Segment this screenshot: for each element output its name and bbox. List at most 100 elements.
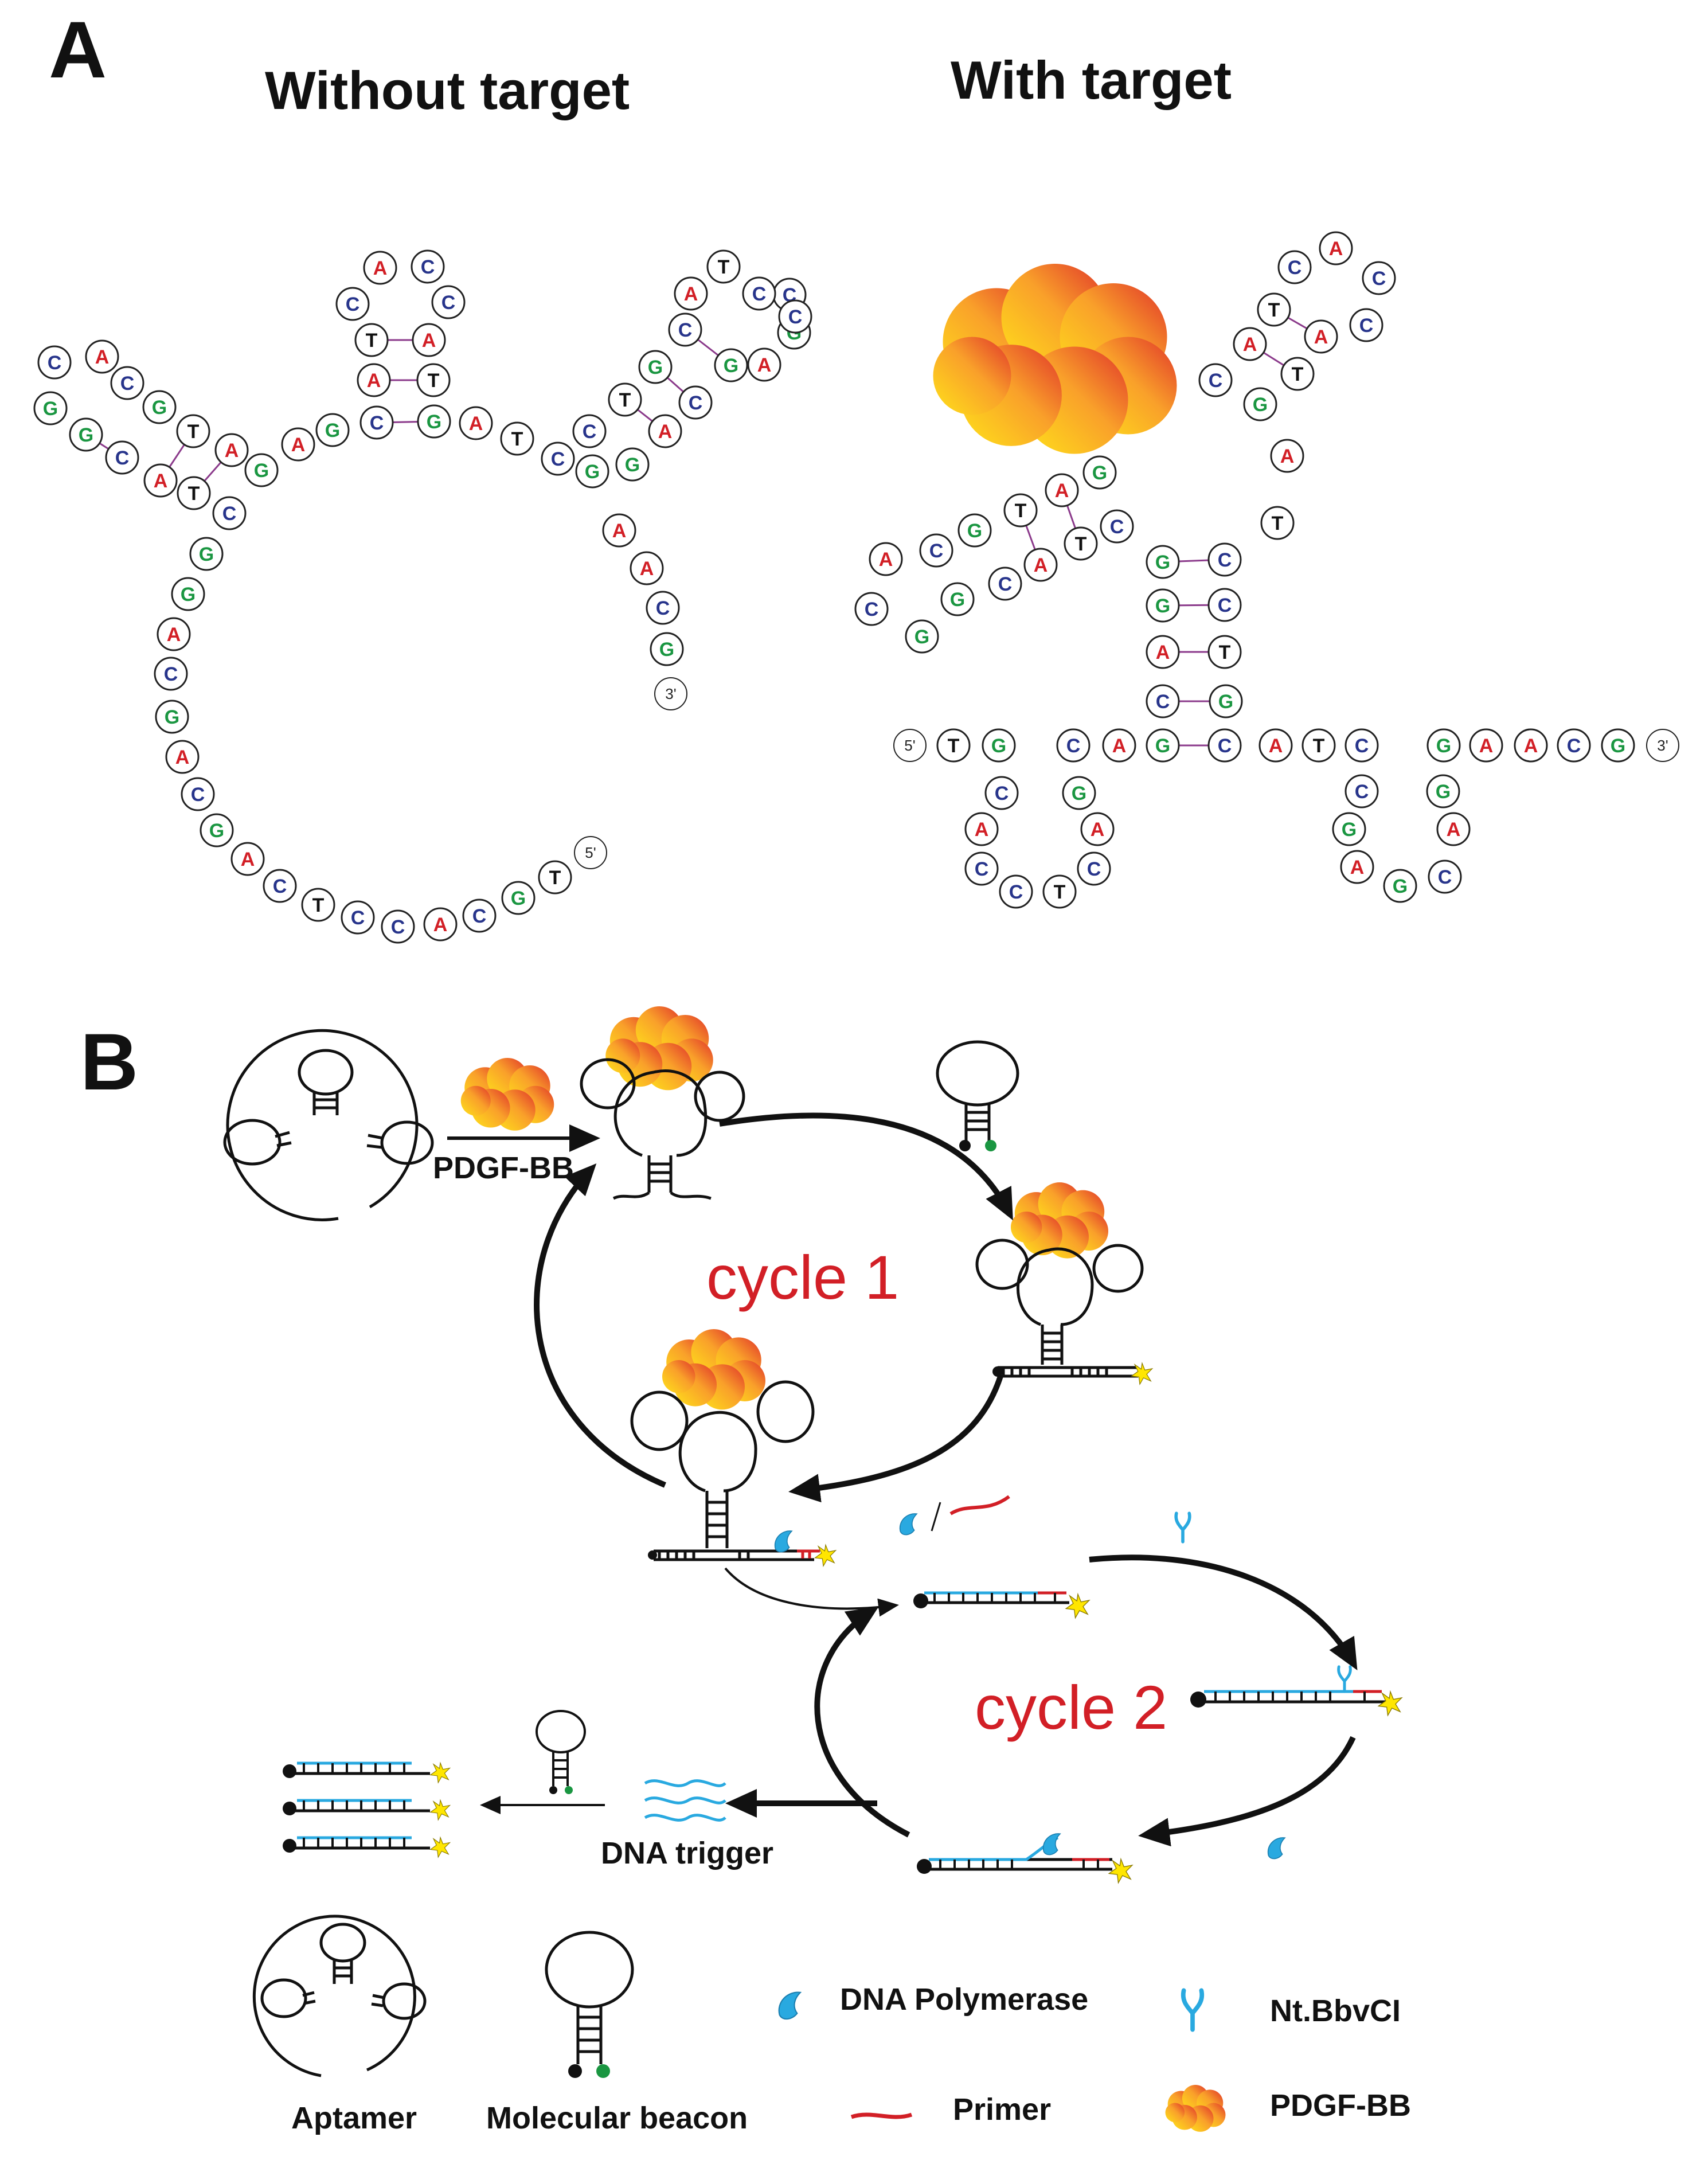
legend-dna-polymerase-icon: [778, 1991, 802, 2020]
nucleotide-c: C: [1428, 860, 1462, 894]
svg-text:T: T: [428, 370, 440, 392]
svg-text:C: C: [865, 599, 879, 620]
nucleotide-a: A: [1304, 319, 1338, 354]
svg-text:G: G: [325, 420, 340, 442]
nucleotide-g: G: [1082, 455, 1117, 490]
nucleotide-c: C: [1100, 509, 1134, 544]
svg-text:A: A: [1314, 326, 1328, 348]
nucleotide-c: C: [431, 285, 466, 319]
svg-text:G: G: [967, 520, 982, 542]
nucleotide-g: G: [982, 728, 1016, 763]
legend-molecular-beacon-icon: [545, 1931, 634, 2078]
nucleotide-c: C: [1077, 851, 1111, 886]
heading-with-target: With target: [951, 50, 1232, 110]
svg-text:C: C: [391, 916, 405, 938]
nucleotide-c: C: [1207, 588, 1242, 622]
svg-text:T: T: [1054, 881, 1066, 903]
svg-text:G: G: [152, 397, 167, 419]
svg-text:G: G: [1393, 876, 1408, 897]
nucleotide-t: T: [1280, 357, 1315, 391]
svg-text:T: T: [188, 483, 200, 505]
cycle1-arrow-top: [719, 1112, 1013, 1221]
nucleotide-g: G: [315, 413, 350, 447]
nucleotide-c: C: [1056, 728, 1091, 763]
svg-text:C: C: [551, 448, 565, 470]
nucleotide-g: G: [417, 404, 451, 439]
svg-text:G: G: [1611, 735, 1625, 757]
nucleotide-c: C: [381, 909, 415, 944]
nucleotide-g: G: [142, 390, 177, 424]
cycle2-arrow-top: [1089, 1554, 1358, 1671]
svg-text:C: C: [975, 858, 989, 880]
nucleotide-a: A: [412, 323, 446, 357]
svg-text:C: C: [1218, 549, 1232, 571]
svg-text:C: C: [1209, 370, 1223, 392]
nucleotide-t: T: [1260, 506, 1295, 540]
svg-text:A: A: [1329, 238, 1343, 260]
svg-text:T: T: [1075, 533, 1087, 555]
nucleotide-g: G: [1601, 728, 1635, 763]
nucleotide-c: C: [1146, 684, 1180, 718]
svg-text:C: C: [191, 784, 205, 806]
nucleotide-c: C: [411, 249, 445, 284]
svg-text:C: C: [788, 306, 803, 328]
svg-text:C: C: [1567, 735, 1581, 757]
nucleotide-c: C: [778, 299, 812, 334]
svg-text:T: T: [1272, 513, 1284, 534]
svg-text:C: C: [346, 294, 360, 315]
svg-text:C: C: [1355, 735, 1369, 757]
nucleotide-t: T: [1003, 493, 1038, 528]
strand-end-marker: 5': [574, 836, 607, 869]
svg-text:A: A: [1055, 480, 1069, 502]
nucleotide-c: C: [263, 869, 297, 903]
svg-text:G: G: [659, 639, 674, 661]
panel-a-letter: A: [49, 5, 107, 95]
nucleotide-a: A: [1146, 635, 1180, 669]
nucleotide-c: C: [335, 287, 370, 321]
svg-text:T: T: [1015, 500, 1027, 522]
svg-text:A: A: [95, 346, 110, 368]
cycle-1-label: cycle 1: [706, 1243, 899, 1312]
duplex-cycle2-top: [913, 1591, 1090, 1619]
nucleotide-g: G: [1062, 776, 1096, 810]
svg-text:T: T: [187, 421, 200, 443]
strand-end-marker: 5': [893, 729, 927, 762]
svg-text:C: C: [1288, 257, 1302, 279]
svg-text:G: G: [625, 454, 640, 476]
strand-end-marker: 3': [1646, 729, 1679, 762]
nucleotide-a: A: [602, 513, 636, 548]
legend-primer-label: Primer: [953, 2092, 1051, 2127]
nucleotide-g: G: [714, 348, 748, 382]
nucleotide-structures: CACGGCGTATAGCAGCGATCCGGTCAGCGAGCAACGGGAC…: [33, 231, 1679, 944]
opened-beacon-outputs: [283, 1761, 451, 1858]
svg-text:G: G: [511, 888, 526, 909]
svg-text:G: G: [1253, 394, 1268, 416]
nucleotide-t: T: [301, 888, 335, 922]
svg-text:C: C: [1156, 691, 1170, 713]
nucleotide-a: A: [1080, 812, 1115, 846]
nucleotide-a: A: [674, 276, 708, 311]
svg-text:A: A: [1156, 642, 1170, 663]
nucleotide-t: T: [936, 728, 971, 763]
svg-text:T: T: [1292, 364, 1304, 385]
nucleotide-c: C: [1207, 728, 1242, 763]
svg-text:C: C: [1009, 881, 1023, 903]
nucleotide-c: C: [105, 440, 139, 475]
svg-text:A: A: [241, 849, 255, 870]
nucleotide-a: A: [459, 406, 493, 440]
svg-text:C: C: [995, 783, 1009, 804]
nucleotide-t: T: [354, 323, 389, 357]
nucleotide-a: A: [363, 251, 397, 285]
svg-text:G: G: [648, 357, 663, 378]
svg-text:C: C: [1218, 735, 1232, 757]
nucleotide-a: A: [143, 463, 178, 498]
svg-text:A: A: [422, 330, 436, 351]
nucleotide-a: A: [1023, 548, 1058, 582]
svg-text:5': 5': [585, 844, 596, 861]
aptamer-beacon-polymerase-complex: [630, 1329, 837, 1567]
nucleotide-c: C: [668, 312, 702, 347]
svg-text:G: G: [585, 461, 600, 483]
svg-text:C: C: [1355, 781, 1369, 803]
svg-text:G: G: [991, 735, 1006, 757]
